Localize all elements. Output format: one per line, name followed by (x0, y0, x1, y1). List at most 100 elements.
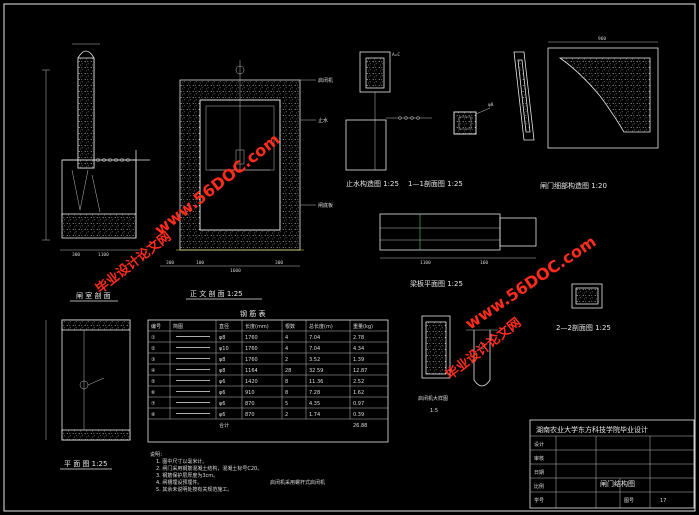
svg-text:960: 960 (598, 36, 606, 42)
watermark-url-2: www.56DOC.com (462, 232, 600, 334)
detail-b-view: φ8 1—1剖面图 1:25 (408, 102, 494, 188)
detail-a-view: A=C 止水构造图 1:25 (345, 51, 432, 188)
svg-text:1600: 1600 (230, 268, 241, 274)
table-cell: φ8 (219, 357, 225, 363)
table-header-cell: 直径 (219, 323, 229, 330)
svg-text:闸底板: 闸底板 (318, 202, 333, 209)
tb-value-sheet-no: 17 (660, 498, 666, 504)
notes-title: 说明： (150, 451, 165, 458)
table-cell: 3.52 (309, 357, 320, 363)
svg-text:启闭机: 启闭机 (318, 77, 333, 84)
hoist-detail-view: 启闭机大样图 1:5 (418, 315, 498, 414)
note-item-1: 1. 图中尺寸以毫米计。 (156, 458, 207, 465)
svg-text:100: 100 (196, 260, 204, 266)
table-cell: 28 (285, 368, 291, 374)
table-cell: 870 (245, 412, 255, 418)
table-cell: ⑥ (151, 390, 156, 396)
table-header-cell: 简图 (173, 323, 183, 330)
detail-c-view: 960 闸门细部构造图 1:20 (513, 36, 659, 190)
table-cell: 1164 (245, 368, 258, 374)
hoist-detail-scale: 1:5 (430, 408, 438, 414)
table-cell: ⑤ (151, 379, 155, 385)
table-cell: 4.35 (309, 401, 320, 407)
table-cell: 8 (285, 390, 288, 396)
plan-view-title: 平 面 图 1:25 (64, 460, 107, 468)
table-cell: 1.39 (353, 357, 364, 363)
svg-text:1100: 1100 (420, 260, 431, 266)
table-cell: 2 (285, 412, 288, 418)
notes-block: 说明： 1. 图中尺寸以毫米计。 2. 闸门采用钢筋混凝土结构，混凝土标号C20… (150, 451, 325, 493)
svg-text:300: 300 (275, 260, 283, 266)
table-cell: φ6 (219, 401, 225, 407)
side-section-title: 闸 室 剖 面 (76, 291, 111, 300)
table-cell: 1.74 (309, 412, 320, 418)
svg-text:止水: 止水 (318, 117, 328, 124)
section-2-title: 2—2剖面图 1:25 (556, 323, 611, 332)
table-cell: 1760 (245, 346, 258, 352)
svg-text:300: 300 (72, 252, 80, 258)
svg-text:A=C: A=C (392, 52, 400, 58)
table-total-label: 合计 (219, 422, 229, 429)
table-cell: 12.87 (353, 368, 367, 374)
table-cell: 2 (285, 357, 288, 363)
front-section-view: 300 100 1600 300 启闭机 止水 闸底板 正 文 剖 面 1:25 (160, 60, 333, 300)
table-cell: φ6 (219, 412, 225, 418)
detail-b-title: 1—1剖面图 1:25 (408, 179, 463, 188)
section-2-view: 2—2剖面图 1:25 (556, 283, 611, 332)
table-cell: ⑧ (151, 412, 156, 418)
rebar-table-title: 钢 筋 表 (240, 309, 265, 318)
table-cell: 32.59 (309, 368, 323, 374)
beam-plan-title: 梁板平面图 1:25 (410, 279, 463, 288)
table-cell: φ6 (219, 379, 225, 385)
table-cell: φ10 (219, 346, 229, 352)
table-cell: 8 (285, 379, 288, 385)
table-cell: 910 (245, 390, 255, 396)
table-header-cell: 总长度(m) (309, 323, 333, 330)
table-cell: φ6 (219, 390, 225, 396)
table-header-cell: 重量(kg) (353, 323, 373, 330)
beam-plan-view: 1100 160 梁板平面图 1:25 (379, 213, 537, 288)
table-cell: 870 (245, 401, 255, 407)
side-section-view: 300 1100 闸 室 剖 面 (42, 43, 150, 302)
note-item-4: 4. 闸槽埋设预埋件。 (156, 479, 202, 486)
table-cell: 7.04 (309, 335, 320, 341)
table-total-value: 26.88 (353, 423, 367, 429)
table-cell: ⑦ (151, 401, 156, 407)
tb-label-2: 审核 (534, 455, 544, 462)
table-cell: 7.04 (309, 346, 320, 352)
table-header-cell: 根数 (285, 323, 295, 330)
svg-text:300: 300 (166, 260, 174, 266)
notes-aside: 启闭机采用螺杆式启闭机 (270, 479, 325, 486)
note-item-3: 3. 钢筋保护层厚度为3cm。 (156, 472, 218, 479)
note-item-2: 2. 闸门采用钢筋混凝土结构，混凝土标号C20。 (156, 465, 262, 472)
table-header-cell: 编号 (151, 323, 161, 330)
plan-view: 平 面 图 1:25 (45, 319, 131, 470)
table-cell: 1760 (245, 357, 258, 363)
svg-text:1100: 1100 (98, 252, 109, 258)
title-block-sheet-title: 闸门结构图 (600, 479, 635, 488)
front-section-title: 正 文 剖 面 1:25 (190, 289, 243, 298)
table-cell: 0.97 (353, 401, 364, 407)
table-cell: ① (151, 335, 156, 341)
sheet-frame (3, 3, 696, 512)
table-cell: 1760 (245, 335, 258, 341)
title-block-school: 湖南农业大学东方科技学院毕业设计 (536, 425, 648, 434)
tb-label-3: 日期 (534, 470, 544, 476)
hoist-detail-title: 启闭机大样图 (418, 395, 448, 402)
watermark-url-1: www.56DOC.com (151, 130, 284, 239)
tb-label-6: 图号 (624, 498, 634, 504)
table-cell: 7.28 (309, 390, 320, 396)
table-cell: 1.62 (353, 390, 364, 396)
svg-text:φ8: φ8 (488, 102, 494, 108)
svg-text:160: 160 (480, 260, 488, 266)
table-cell: 11.36 (309, 379, 323, 385)
table-cell: φ8 (219, 368, 225, 374)
table-cell: 4 (285, 335, 288, 341)
table-cell: 2.78 (353, 335, 364, 341)
detail-c-title: 闸门细部构造图 1:20 (540, 181, 607, 190)
table-cell: ③ (151, 357, 155, 363)
table-cell: φ8 (219, 335, 225, 341)
table-cell: ④ (151, 368, 156, 374)
note-item-5: 5. 其余未说明处按有关规范施工。 (156, 486, 232, 493)
